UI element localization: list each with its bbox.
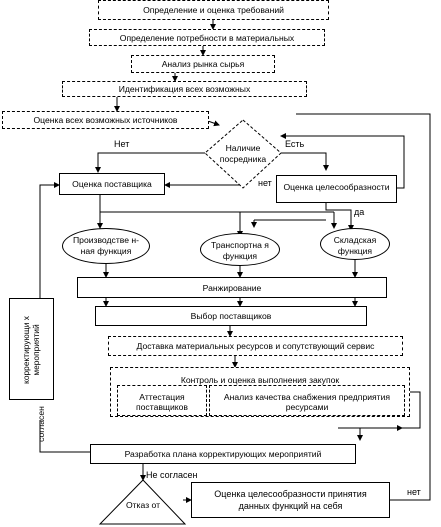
label-no: Нет <box>114 139 130 149</box>
box-delivery-text: Доставка материальных ресурсов и сопутст… <box>136 341 375 351</box>
label-yes: Есть <box>285 139 305 149</box>
box-attestation-text: Аттестация поставщиков <box>136 392 188 412</box>
box-choice-text: Выбор поставщиков <box>190 311 272 321</box>
box-ranking: Ранжирование <box>77 277 387 298</box>
arrow-supplier-funcs <box>99 195 243 237</box>
box-sources-text: Оценка всех возможных источников <box>33 115 178 125</box>
label-disagree: Не согласен <box>146 470 198 480</box>
box-identification: Идентификация всех возможных <box>62 81 307 97</box>
box-eval-supplier-text: Оценка поставщика <box>72 179 152 189</box>
box-eval-expedience-text: Оценка целесообразности <box>283 182 390 192</box>
box-market: Анализ рынка сырья <box>131 55 275 73</box>
decision-diamond-shape <box>204 119 282 189</box>
ellipse-production: Производстве н-ная функция <box>62 228 150 264</box>
box-identification-text: Идентификация всех возможных <box>118 84 251 94</box>
arrow-decision-yes <box>281 152 329 171</box>
box-attestation: Аттестация поставщиков <box>117 385 207 416</box>
ellipse-production-text: Производстве н-ная функция <box>72 235 140 256</box>
arrow-left-up <box>39 182 60 300</box>
ellipse-storage: Складская функция <box>320 228 390 260</box>
box-ranking-text: Ранжирование <box>202 282 262 293</box>
ellipse-transport: Транспортна я функция <box>200 233 280 266</box>
box-need-text: Определение потребности в материальных <box>119 32 295 43</box>
label-yes2: да <box>354 207 365 217</box>
box-quality: Анализ качества снабжения предприятия ре… <box>209 385 405 416</box>
box-requirements: Определение и оценка требований <box>98 0 329 20</box>
ellipse-storage-text: Складская функция <box>333 235 377 256</box>
box-control-text: Контроль и оценка выполнения закупок <box>180 375 340 385</box>
arrow-decision-no <box>95 152 205 173</box>
box-corrective-plan: Разработка плана корректирующих мероприя… <box>90 444 356 464</box>
arrow-expedience-loop <box>280 133 405 189</box>
box-eval-supplier: Оценка поставщика <box>59 173 165 195</box>
box-delivery: Доставка материальных ресурсов и сопутст… <box>108 336 403 356</box>
refuse-text: Отказ от <box>125 499 161 510</box>
box-need: Определение потребности в материальных <box>89 29 325 46</box>
label-no2: нет <box>258 178 272 188</box>
refuse-triangle-shape <box>98 479 187 525</box>
box-final-eval: Оценка целесообразности принятия данных … <box>191 482 390 518</box>
box-choice: Выбор поставщиков <box>95 306 367 326</box>
box-corrective-plan-text: Разработка плана корректирующих мероприя… <box>124 449 322 459</box>
arrow-final-loop <box>300 113 431 501</box>
label-agree: согласен <box>36 406 46 442</box>
box-eval-expedience: Оценка целесообразности <box>276 175 397 203</box>
box-final-eval-text: Оценка целесообразности принятия данных … <box>214 489 367 511</box>
box-market-text: Анализ рынка сырья <box>161 59 245 69</box>
box-quality-text: Анализ качества снабжения предприятия ре… <box>223 392 391 412</box>
box-requirements-text: Определение и оценка требований <box>143 5 284 15</box>
box-corrective-left-text: корректирующи х мероприятий <box>21 316 41 384</box>
box-corrective-left <box>9 298 54 400</box>
arrow-expedience-yes <box>325 203 354 231</box>
label-no3: нет <box>407 487 421 497</box>
arrow-sources-decision <box>207 120 220 127</box>
arrow-control-plan <box>357 391 421 441</box>
ellipse-transport-text: Транспортна я функция <box>211 240 269 261</box>
decision-text: Наличие посредника <box>219 143 267 164</box>
arrow-plan-left <box>39 420 90 453</box>
box-sources: Оценка всех возможных источников <box>2 111 209 129</box>
